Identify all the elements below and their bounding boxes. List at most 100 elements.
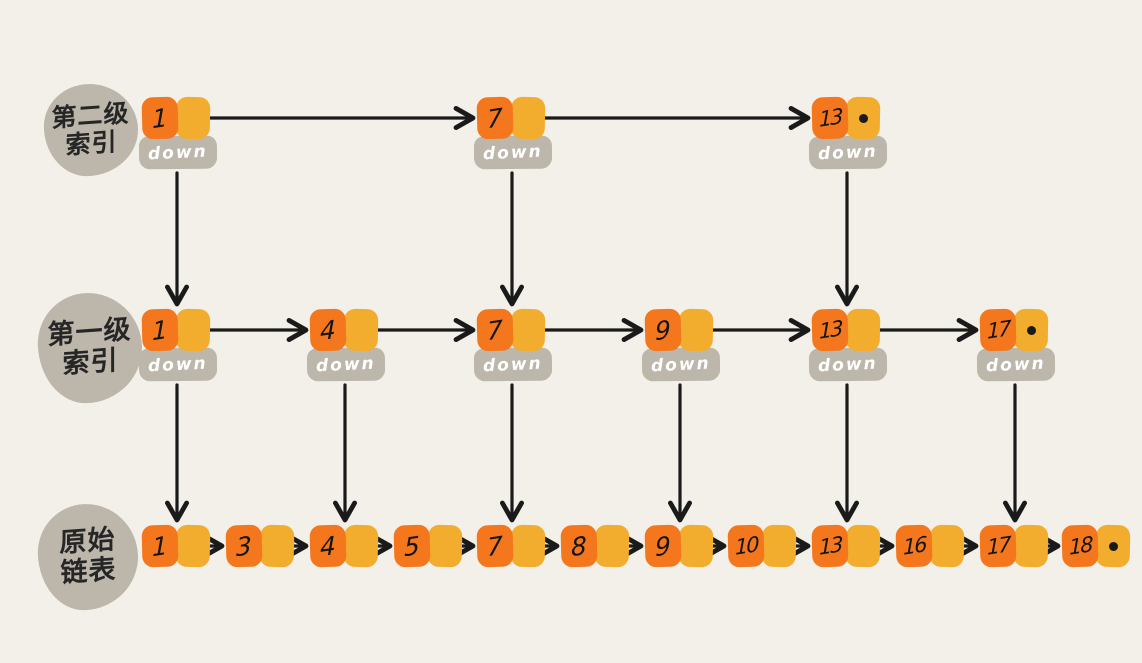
node-value-box: 7 — [476, 96, 514, 140]
node-value: 4 — [320, 530, 336, 562]
node-pointer-box — [1013, 524, 1049, 568]
row-label-original-linked-list: 原始链表 — [36, 502, 140, 612]
node-value-box: 1 — [141, 96, 179, 140]
node-value-box: 13 — [811, 96, 849, 140]
down-pointer-label: down — [817, 141, 879, 164]
node-value: 13 — [818, 316, 842, 344]
node-pointer-box — [678, 308, 714, 352]
node-value-box: 8 — [560, 524, 598, 568]
row-label-first-level-index: 第一级索引 — [36, 291, 144, 405]
node-value-box: 16 — [895, 524, 933, 568]
node-second-level-index-13: 13 — [811, 96, 881, 140]
down-pointer-label: down — [817, 353, 879, 376]
node-pointer-box — [427, 524, 463, 568]
node-pointer-box — [761, 524, 797, 568]
node-value: 7 — [487, 530, 503, 562]
down-pointer-tag: down — [473, 135, 553, 170]
node-value: 16 — [902, 532, 926, 560]
node-original-linked-list-7: 7 — [476, 524, 546, 568]
node-value-box: 17 — [979, 524, 1017, 568]
node-pointer-box — [175, 96, 211, 140]
node-pointer-box — [343, 524, 379, 568]
row-label-second-level-index: 第二级索引 — [42, 82, 140, 178]
node-pointer-box — [175, 524, 211, 568]
node-value-box: 4 — [309, 308, 347, 352]
node-original-linked-list-4: 4 — [309, 524, 379, 568]
node-pointer-box — [510, 524, 546, 568]
row-label-text: 第二级 — [51, 98, 130, 133]
node-value-box: 3 — [225, 524, 263, 568]
node-value-box: 9 — [644, 308, 682, 352]
down-pointer-tag: down — [976, 347, 1056, 382]
down-pointer-tag: down — [808, 135, 888, 170]
node-value: 7 — [487, 314, 503, 346]
node-first-level-index-13: 13 — [811, 308, 881, 352]
node-value: 8 — [571, 530, 587, 562]
node-pointer-box — [678, 524, 714, 568]
node-pointer-box — [510, 96, 546, 140]
node-pointer-box — [929, 524, 965, 568]
node-original-linked-list-1: 1 — [141, 524, 211, 568]
down-pointer-tag: down — [808, 347, 888, 382]
node-original-linked-list-8: 8 — [560, 524, 630, 568]
node-value: 9 — [655, 530, 671, 562]
node-value: 1 — [152, 530, 168, 562]
row-label-text: 索引 — [65, 127, 118, 160]
down-pointer-tag: down — [306, 347, 386, 382]
node-pointer-box — [845, 308, 881, 352]
node-value-box: 5 — [393, 524, 431, 568]
node-pointer-box-null — [845, 96, 881, 140]
node-pointer-box — [175, 308, 211, 352]
node-original-linked-list-16: 16 — [895, 524, 965, 568]
node-first-level-index-1: 1 — [141, 308, 211, 352]
node-value-box: 7 — [476, 308, 514, 352]
node-value: 4 — [320, 314, 336, 346]
node-value-box: 17 — [979, 308, 1017, 352]
node-original-linked-list-18: 18 — [1061, 524, 1131, 568]
node-pointer-box — [343, 308, 379, 352]
node-value: 1 — [152, 102, 168, 134]
node-pointer-box — [594, 524, 630, 568]
down-pointer-tag: down — [473, 347, 553, 382]
node-value: 17 — [986, 316, 1010, 344]
node-pointer-box-null — [1013, 308, 1049, 352]
node-value-box: 4 — [309, 524, 347, 568]
node-value-box: 13 — [811, 308, 849, 352]
node-value: 7 — [487, 102, 503, 134]
down-pointer-label: down — [147, 353, 209, 376]
node-value: 17 — [986, 532, 1010, 560]
node-value-box: 10 — [727, 524, 765, 568]
node-original-linked-list-17: 17 — [979, 524, 1049, 568]
row-label-text: 第一级 — [47, 313, 132, 351]
down-pointer-label: down — [482, 353, 544, 376]
node-value: 3 — [236, 530, 252, 562]
node-first-level-index-9: 9 — [644, 308, 714, 352]
node-second-level-index-7: 7 — [476, 96, 546, 140]
node-value-box: 1 — [141, 524, 179, 568]
node-first-level-index-4: 4 — [309, 308, 379, 352]
node-value: 10 — [734, 532, 758, 560]
down-pointer-label: down — [650, 353, 712, 376]
down-pointer-label: down — [482, 141, 544, 164]
down-pointer-label: down — [315, 353, 377, 376]
node-pointer-box-null — [1095, 524, 1131, 568]
row-label-text: 索引 — [62, 345, 119, 380]
node-pointer-box — [259, 524, 295, 568]
null-pointer-dot — [1108, 541, 1118, 551]
node-first-level-index-7: 7 — [476, 308, 546, 352]
node-value: 1 — [152, 314, 168, 346]
node-pointer-box — [510, 308, 546, 352]
down-pointer-label: down — [147, 141, 209, 164]
down-pointer-label: down — [985, 353, 1047, 376]
null-pointer-dot — [1026, 325, 1036, 335]
node-value: 13 — [818, 532, 842, 560]
node-value-box: 9 — [644, 524, 682, 568]
down-pointer-tag: down — [138, 135, 218, 170]
node-pointer-box — [845, 524, 881, 568]
node-value-box: 7 — [476, 524, 514, 568]
node-value-box: 18 — [1061, 524, 1099, 568]
node-second-level-index-1: 1 — [141, 96, 211, 140]
row-label-text: 链表 — [60, 554, 117, 589]
node-original-linked-list-10: 10 — [727, 524, 797, 568]
